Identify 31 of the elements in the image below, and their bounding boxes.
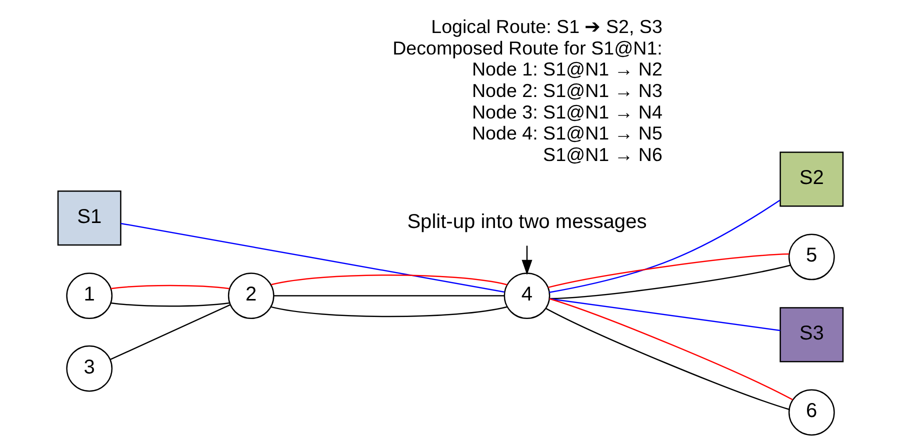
connector [120,222,504,293]
connector [545,308,789,410]
connector [109,304,230,360]
node-circle: 3 [66,345,112,392]
connector [270,306,507,318]
label: S1@N1 → N6 [542,144,662,165]
label: Logical Route: S1 ➔ S2, S3 [430,16,662,38]
node-text: Split-up into two messages [406,210,646,233]
connector [548,298,780,332]
label: Node 2: S1@N1 → N3 [471,80,662,102]
connector [110,302,229,307]
connector [270,274,507,286]
label: Decomposed Route for S1@N1: [392,37,662,58]
connector [548,264,790,300]
label: Node 4: S1@N1 → N5 [471,122,662,144]
label: Node 3: S1@N1 → N4 [471,101,662,122]
connector [110,284,229,290]
label: Node 1: S1@N1 → N2 [471,58,662,80]
node-circle: 1 [66,272,112,319]
node-box: S3 [779,307,844,362]
node-circle: 4 [503,272,550,319]
node-box: S1 [56,190,121,246]
connector [548,200,780,293]
node-circle: 2 [227,272,274,319]
node-box: S2 [779,152,844,207]
connector [547,253,789,288]
connector [273,295,504,296]
node-circle: 6 [788,389,834,436]
arrow [521,246,532,275]
node-circle: 5 [788,234,834,280]
connector [548,298,792,400]
